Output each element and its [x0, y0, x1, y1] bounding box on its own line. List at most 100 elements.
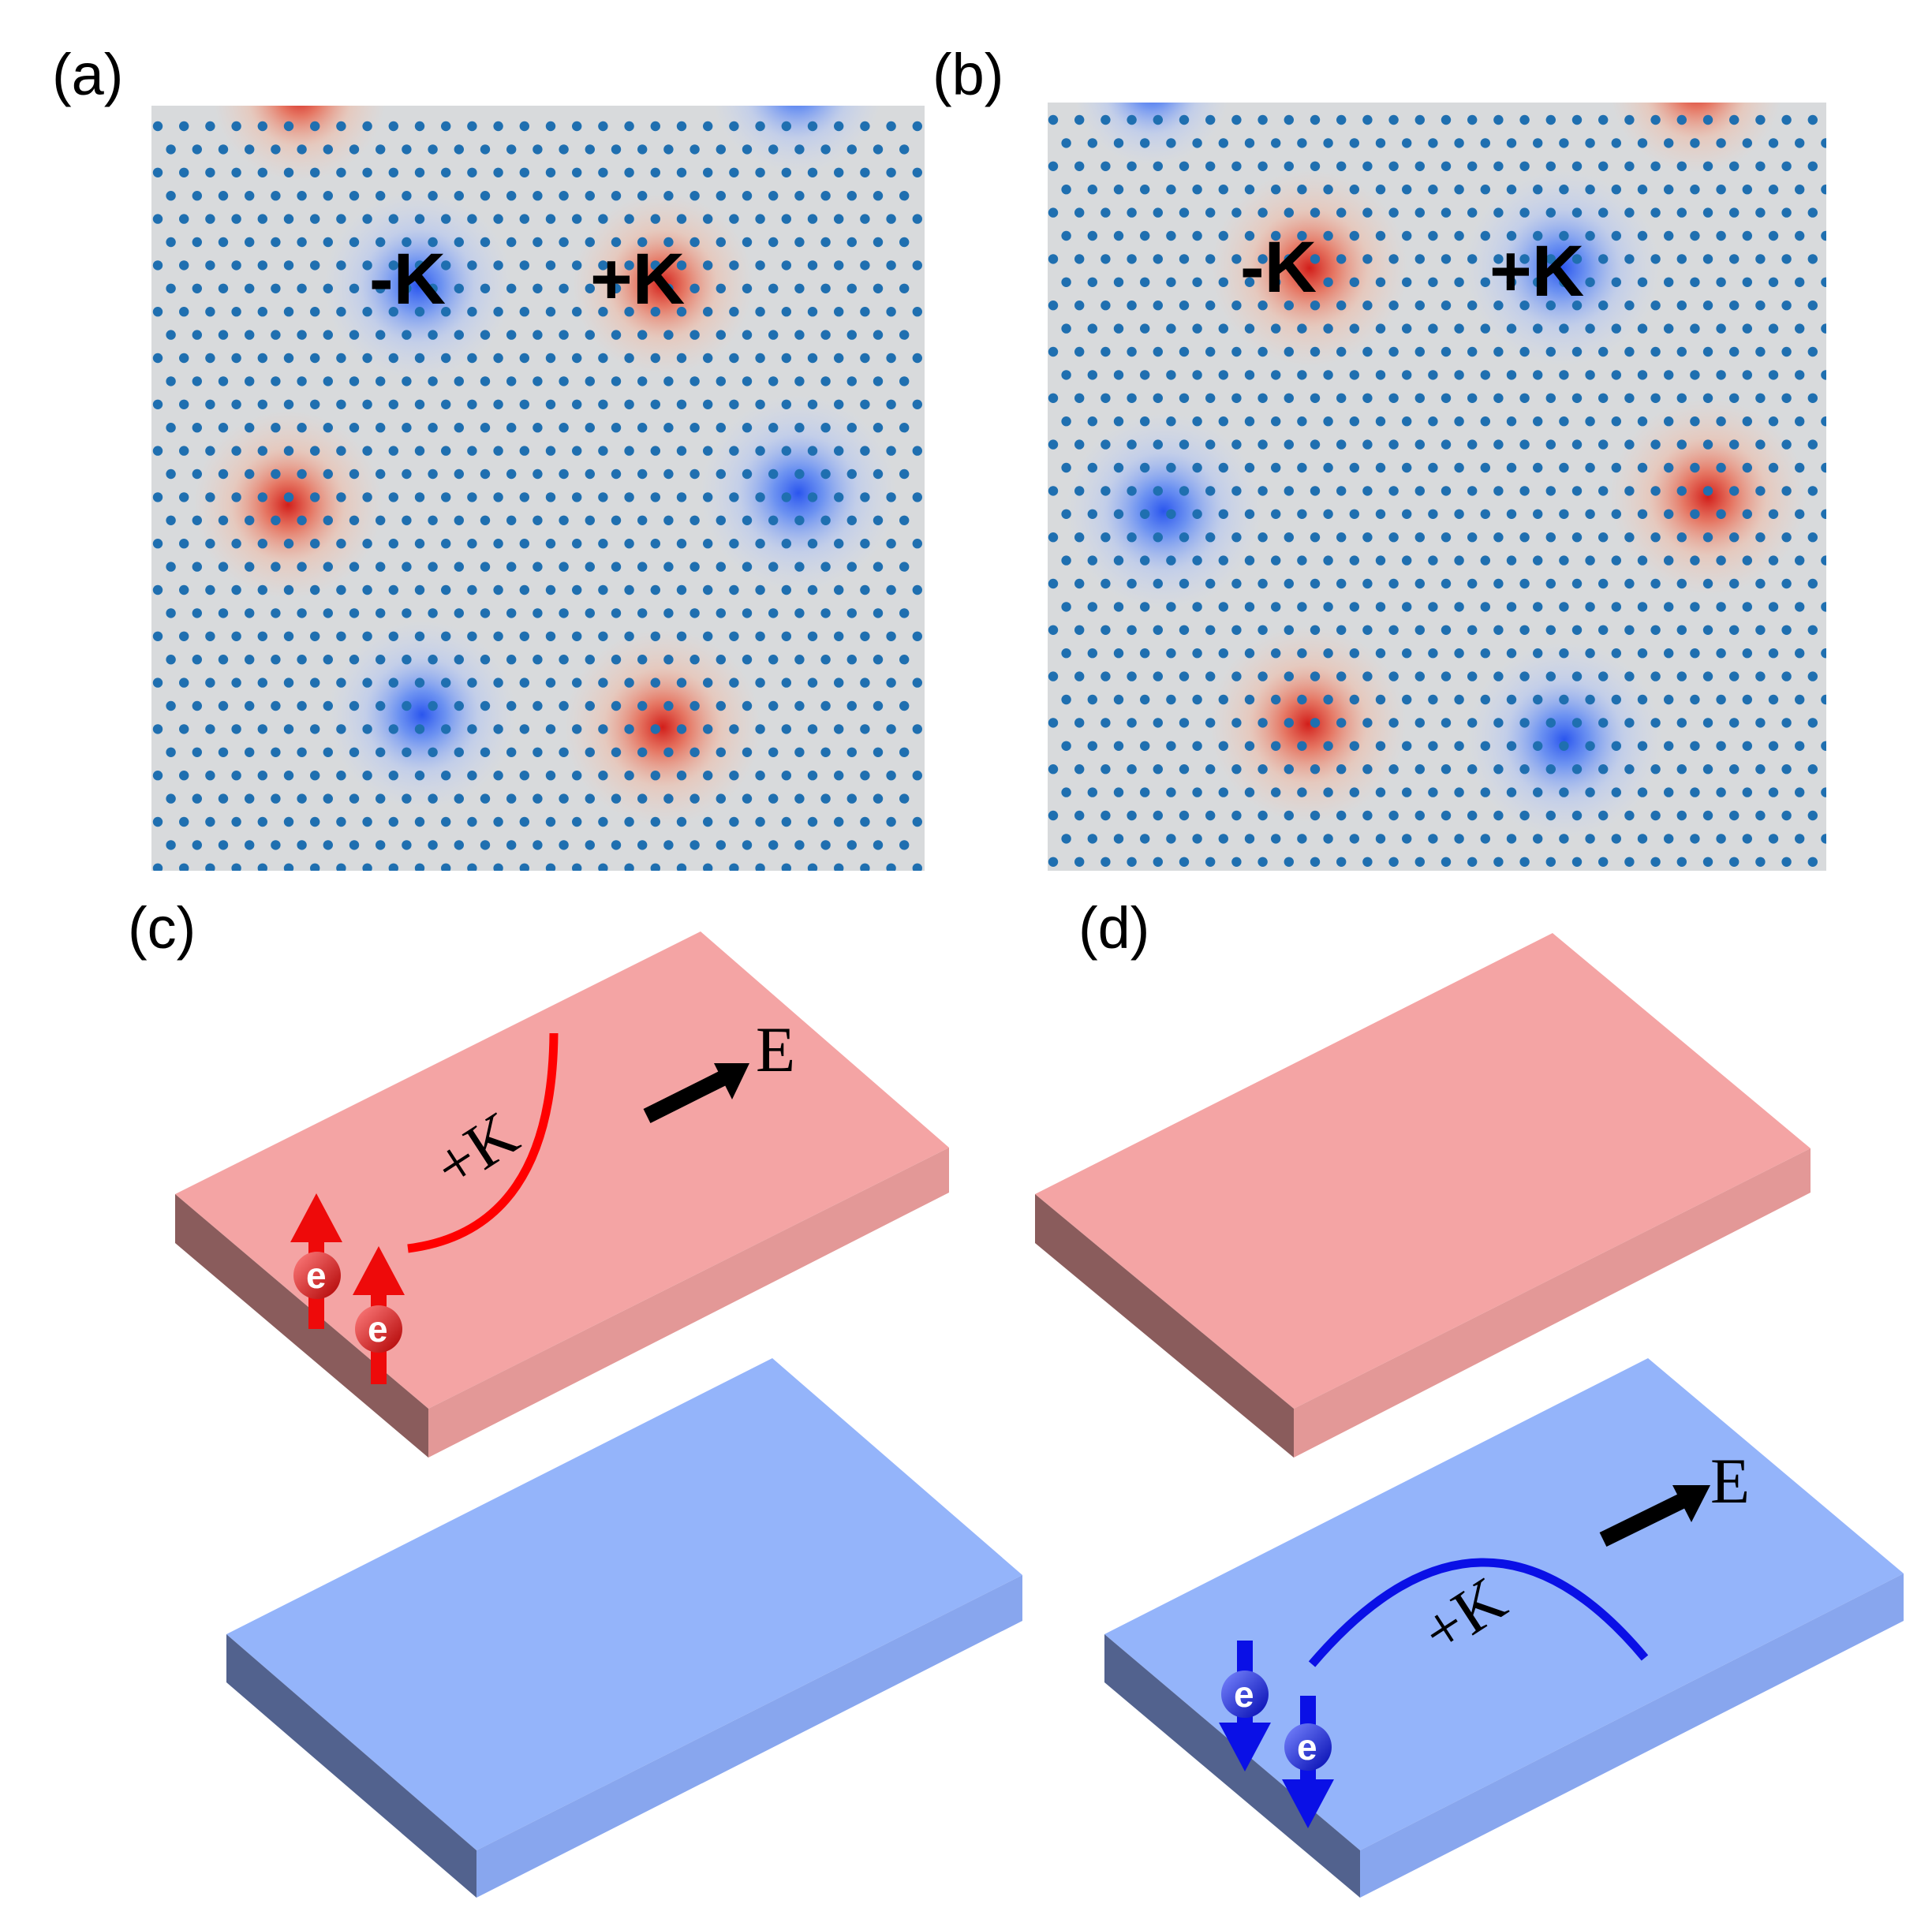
atom-dot	[376, 840, 386, 850]
atom-dot	[716, 515, 726, 525]
atom-dot	[1140, 509, 1150, 519]
atom-dot	[834, 539, 844, 549]
atom-dot	[1310, 301, 1321, 311]
atom-dot	[1571, 439, 1583, 450]
atom-dot	[925, 284, 935, 293]
atom-dot	[1702, 301, 1713, 311]
atom-dot	[611, 793, 622, 804]
atom-dot	[650, 863, 660, 871]
atom-dot	[519, 678, 529, 688]
atom-dot	[572, 678, 582, 688]
atom-dot	[1716, 602, 1726, 612]
atom-dot	[1598, 764, 1609, 775]
atom-dot	[650, 631, 660, 641]
atom-dot	[1664, 787, 1674, 797]
atom-dot	[205, 353, 215, 364]
atom-dot	[192, 840, 202, 850]
atom-dot	[1441, 857, 1452, 868]
atom-dot	[257, 678, 267, 688]
atom-dot	[1284, 578, 1295, 589]
atom-dot	[1533, 602, 1543, 612]
atom-dot	[1349, 230, 1360, 241]
atom-dot	[1205, 718, 1216, 728]
atom-dot	[1402, 509, 1412, 519]
atom-dot	[1441, 254, 1452, 264]
atom-dot	[533, 423, 543, 433]
atom-dot	[1310, 114, 1321, 125]
atom-dot	[716, 840, 726, 850]
atom-dot	[1664, 602, 1674, 612]
atom-dot	[1571, 114, 1583, 125]
atom-dot	[1807, 578, 1818, 589]
atom-dot	[1454, 277, 1464, 287]
atom-dot	[755, 121, 765, 132]
atom-dot	[624, 631, 634, 641]
atom-dot	[323, 700, 333, 711]
atom-dot	[414, 771, 425, 781]
atom-dot	[1113, 185, 1124, 195]
atom-dot	[1074, 810, 1085, 821]
atom-dot	[336, 307, 346, 317]
atom-dot	[179, 399, 189, 409]
atom-dot	[245, 283, 255, 293]
atom-dot	[1101, 114, 1111, 125]
atom-dot	[1742, 416, 1752, 427]
atom-dot	[1506, 462, 1517, 473]
atom-dot	[388, 399, 398, 409]
atom-dot	[781, 167, 791, 177]
atom-dot	[257, 307, 267, 317]
atom-dot	[297, 469, 307, 480]
atom-dot	[297, 840, 307, 850]
atom-dot	[152, 771, 163, 781]
atom-dot	[1297, 509, 1307, 519]
atom-dot	[1231, 857, 1242, 868]
atom-dot	[1113, 602, 1124, 612]
atom-dot	[1781, 532, 1792, 543]
atom-dot	[1336, 254, 1347, 264]
atom-dot	[545, 446, 556, 456]
atom-dot	[846, 330, 858, 340]
atom-dot	[506, 423, 517, 433]
atom-dot	[388, 446, 398, 456]
atom-dot	[820, 144, 831, 155]
electron-1-d: e	[1219, 1641, 1271, 1771]
atom-dot	[1545, 718, 1556, 728]
atom-dot	[388, 539, 398, 549]
atom-dot	[336, 121, 346, 132]
atom-dot	[166, 283, 176, 293]
atom-dot	[1153, 578, 1164, 589]
atom-dot	[1702, 486, 1713, 496]
atom-dot	[1729, 532, 1740, 543]
atom-dot	[506, 747, 517, 757]
atom-dot	[1545, 301, 1556, 311]
atom-dot	[611, 747, 622, 757]
atom-dot	[1571, 161, 1583, 171]
atom-dot	[1297, 370, 1307, 380]
atom-dot	[1664, 462, 1674, 473]
atom-dot	[1768, 741, 1779, 751]
atom-dot	[729, 863, 739, 871]
lattice-panel-b	[1048, 103, 1826, 871]
atom-dot	[1218, 694, 1229, 705]
atom-dot	[716, 330, 726, 340]
atom-dot	[860, 399, 870, 409]
atom-dot	[1336, 671, 1347, 681]
atom-dot	[1231, 810, 1242, 821]
atom-dot	[1166, 555, 1176, 566]
atom-dot	[1310, 161, 1321, 171]
atom-dot	[1414, 810, 1426, 821]
atom-dot	[1519, 810, 1530, 821]
atom-dot	[1113, 787, 1124, 797]
atom-dot	[1192, 509, 1202, 519]
atom-dot	[480, 376, 491, 386]
atom-dot	[152, 214, 163, 224]
atom-dot	[205, 260, 215, 271]
atom-dot	[414, 492, 425, 502]
atom-dot	[1702, 207, 1713, 218]
atom-dot	[1807, 857, 1818, 868]
atom-dot	[846, 700, 858, 711]
atom-dot	[152, 631, 163, 641]
atom-dot	[310, 584, 320, 595]
electron-label: e	[1297, 1727, 1317, 1768]
atom-dot	[781, 584, 791, 595]
